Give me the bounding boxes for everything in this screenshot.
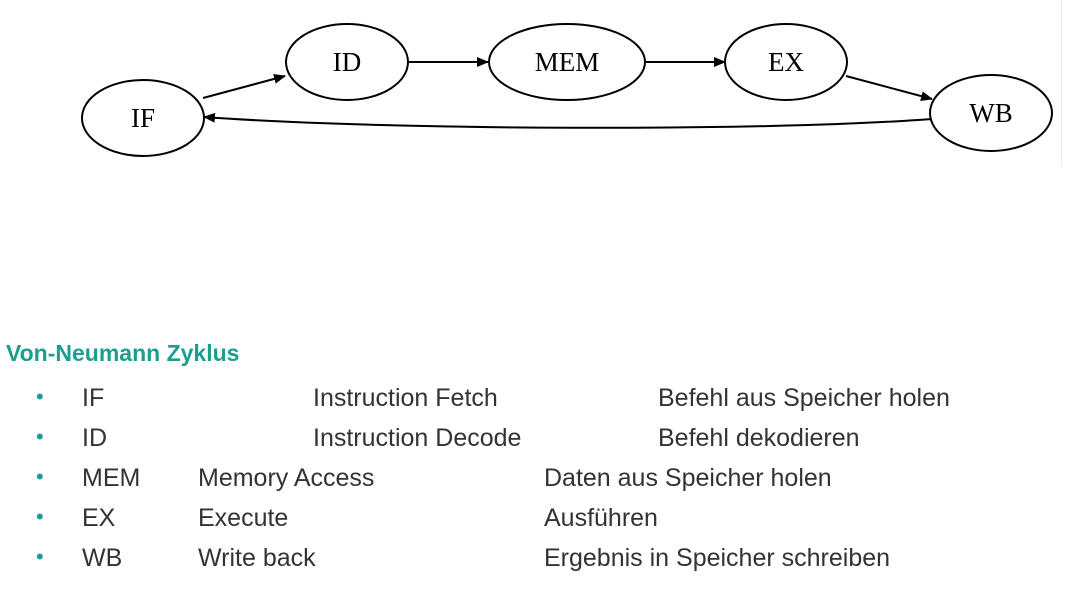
node-wb: WB bbox=[929, 74, 1053, 152]
stage-row-id: • ID Instruction Decode Befehl dekodiere… bbox=[0, 420, 1070, 460]
node-mem: MEM bbox=[488, 23, 646, 101]
stage-abbr: ID bbox=[82, 424, 107, 452]
stage-row-ex: • EX Execute Ausführen bbox=[0, 500, 1070, 540]
node-if-label: IF bbox=[131, 103, 155, 133]
section-title: Von-Neumann Zyklus bbox=[6, 340, 240, 366]
stage-desc: Daten aus Speicher holen bbox=[544, 464, 832, 492]
bullet-icon: • bbox=[36, 464, 44, 489]
node-ex: EX bbox=[724, 23, 848, 101]
stage-abbr: IF bbox=[82, 384, 105, 412]
stage-row-wb: • WB Write back Ergebnis in Speicher sch… bbox=[0, 540, 1070, 580]
stage-desc: Befehl aus Speicher holen bbox=[658, 384, 950, 412]
pipeline-diagram: IF ID MEM EX WB bbox=[81, 23, 1053, 157]
node-id-label: ID bbox=[333, 47, 362, 77]
stage-name: Instruction Decode bbox=[313, 424, 522, 452]
bullet-icon: • bbox=[36, 504, 44, 529]
bullet-icon: • bbox=[36, 544, 44, 569]
stage-name: Instruction Fetch bbox=[313, 384, 498, 412]
divider bbox=[1061, 0, 1062, 165]
edge-if-id bbox=[202, 74, 286, 99]
stage-name: Memory Access bbox=[198, 464, 375, 492]
node-wb-label: WB bbox=[969, 98, 1013, 128]
stage-abbr: EX bbox=[82, 504, 116, 532]
stage-row-mem: • MEM Memory Access Daten aus Speicher h… bbox=[0, 460, 1070, 500]
node-if: IF bbox=[81, 79, 205, 157]
stage-desc: Ergebnis in Speicher schreiben bbox=[544, 544, 891, 572]
edge-ex-wb bbox=[845, 75, 933, 101]
bullet-icon: • bbox=[36, 384, 44, 409]
stage-name: Execute bbox=[198, 504, 289, 532]
stage-row-if: • IF Instruction Fetch Befehl aus Speich… bbox=[0, 380, 1070, 420]
node-mem-label: MEM bbox=[535, 47, 600, 77]
stage-name: Write back bbox=[198, 544, 316, 572]
stage-abbr: MEM bbox=[82, 464, 141, 492]
stage-desc: Ausführen bbox=[544, 504, 658, 532]
bullet-icon: • bbox=[36, 424, 44, 449]
node-ex-label: EX bbox=[768, 47, 804, 77]
edge-wb-if bbox=[203, 112, 933, 129]
stage-abbr: WB bbox=[82, 544, 123, 572]
stage-desc: Befehl dekodieren bbox=[658, 424, 860, 452]
node-id: ID bbox=[285, 23, 409, 101]
